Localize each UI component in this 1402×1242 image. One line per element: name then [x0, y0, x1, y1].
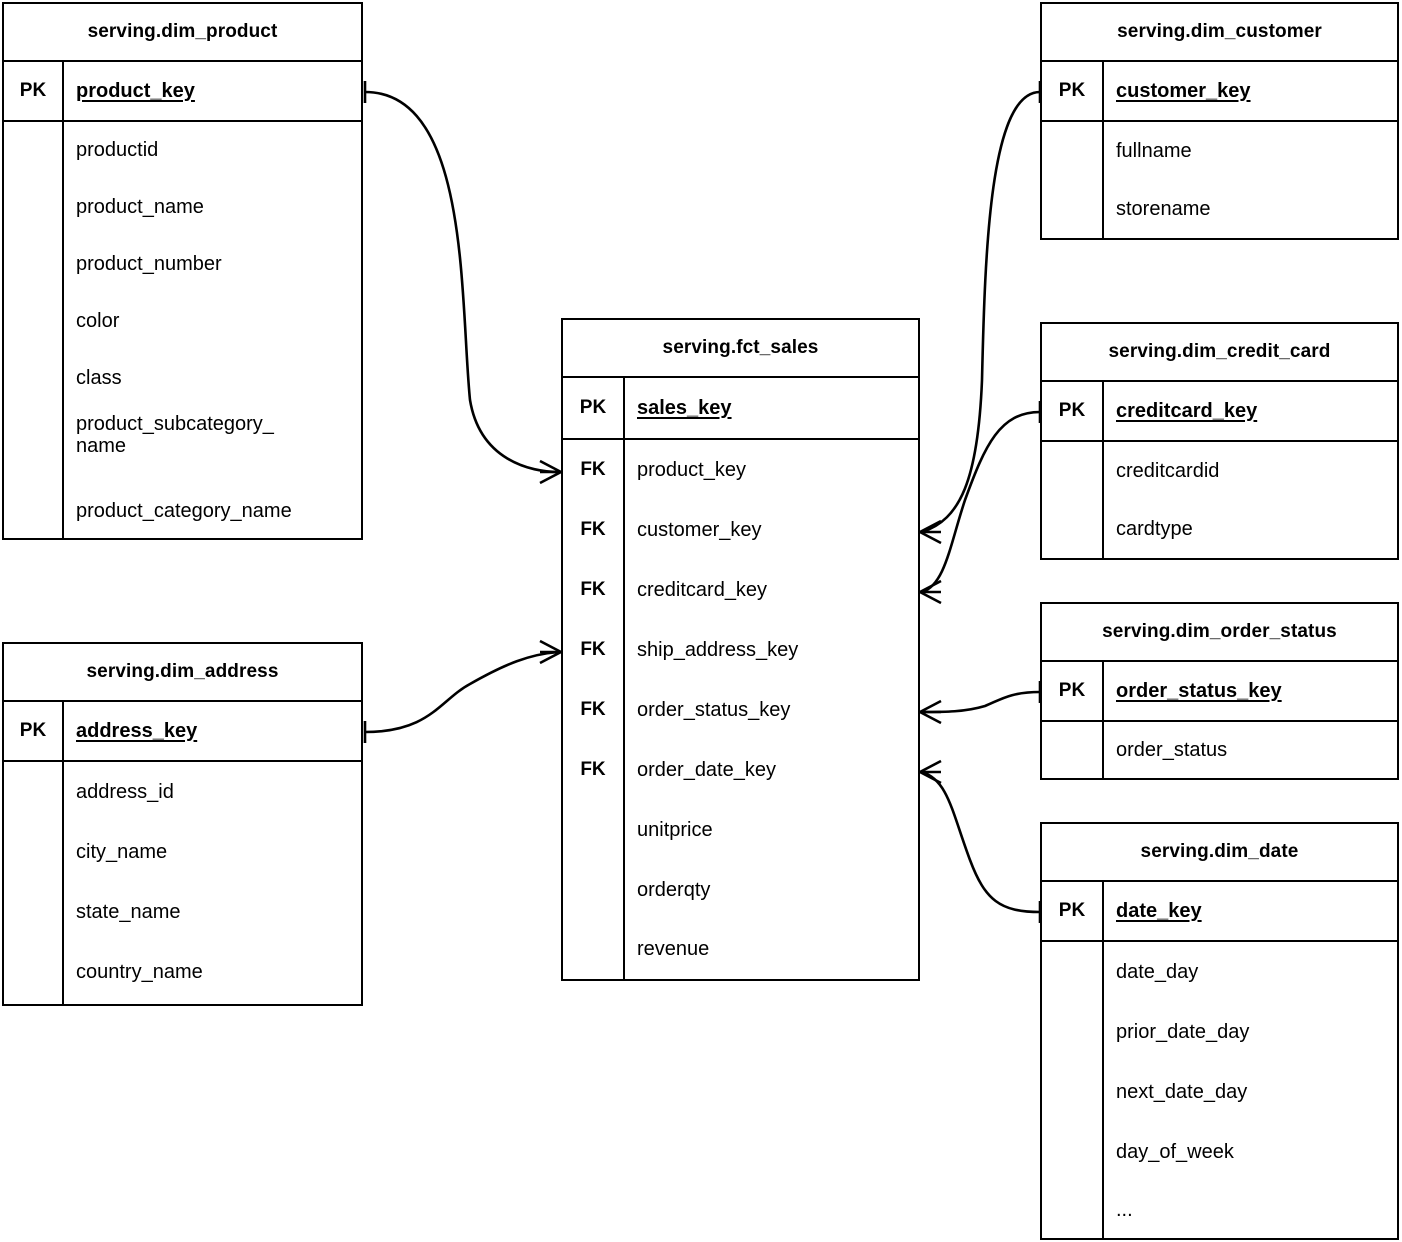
fk-badge: FK — [580, 519, 606, 540]
pk-badge: PK — [19, 720, 47, 741]
entity-fields: address_id city_name state_name country_… — [4, 762, 361, 1004]
entity-fields: productid product_name product_number co… — [4, 122, 361, 538]
field-row: creditcardid — [1116, 459, 1220, 482]
field-row: city_name — [76, 840, 168, 863]
entity-dim-product[interactable]: serving.dim_product PK product_key produ… — [2, 2, 363, 540]
field-row: revenue — [637, 938, 710, 961]
crowsfoot-creditcard — [919, 579, 942, 605]
field-row: storename — [1116, 197, 1211, 220]
entity-fields: creditcardid cardtype — [1042, 442, 1397, 558]
entity-dim-date[interactable]: serving.dim_date PK date_key date_day pr… — [1040, 822, 1399, 1240]
field-row: product_subcategory_ name — [76, 412, 274, 458]
pk-badge: PK — [19, 80, 47, 101]
entity-dim-address[interactable]: serving.dim_address PK address_key addre… — [2, 642, 363, 1006]
entity-pk-row: PK sales_key — [563, 378, 918, 440]
entity-title: serving.dim_date — [1042, 824, 1397, 882]
entity-pk-row: PK order_status_key — [1042, 662, 1397, 722]
pk-field-name: customer_key — [1116, 79, 1251, 102]
key-slot — [1042, 442, 1102, 558]
field-row: date_day — [1116, 960, 1199, 983]
entity-fields: order_status — [1042, 722, 1397, 778]
field-row: unitprice — [637, 818, 713, 841]
pk-field-name: creditcard_key — [1116, 399, 1258, 422]
relationship-line-product — [364, 90, 560, 474]
relationship-line-orderstatus — [921, 690, 1041, 714]
entity-fct-sales[interactable]: serving.fct_sales PK sales_key FK FK FK … — [561, 318, 920, 981]
fk-badge: FK — [580, 579, 606, 600]
field-row: customer_key — [637, 518, 762, 541]
pk-badge: PK — [1058, 680, 1086, 701]
key-slot — [4, 122, 62, 538]
crowsfoot-orderstatus — [919, 699, 942, 725]
field-row: class — [76, 367, 122, 390]
pk-field-name: date_key — [1116, 899, 1202, 922]
entity-pk-row: PK customer_key — [1042, 62, 1397, 122]
entity-fields: fullname storename — [1042, 122, 1397, 238]
entity-pk-row: PK date_key — [1042, 882, 1397, 942]
pk-badge: PK — [579, 397, 607, 418]
field-row: fullname — [1116, 139, 1192, 162]
field-row: product_name — [76, 196, 204, 219]
field-row: address_id — [76, 780, 174, 803]
entity-dim-order-status[interactable]: serving.dim_order_status PK order_status… — [1040, 602, 1399, 780]
crowsfoot-customer — [919, 519, 942, 545]
field-row: order_date_key — [637, 758, 776, 781]
field-row: country_name — [76, 960, 203, 983]
field-row: prior_date_day — [1116, 1020, 1250, 1043]
pk-field-name: product_key — [76, 79, 195, 102]
key-slot — [1042, 122, 1102, 238]
entity-title: serving.dim_product — [4, 4, 361, 62]
entity-title: serving.dim_address — [4, 644, 361, 702]
entity-dim-credit-card[interactable]: serving.dim_credit_card PK creditcard_ke… — [1040, 322, 1399, 560]
field-row: ... — [1116, 1198, 1133, 1221]
fk-badge: FK — [580, 459, 606, 480]
field-row: state_name — [76, 900, 181, 923]
pk-field-name: order_status_key — [1116, 679, 1282, 702]
field-row: product_category_name — [76, 500, 292, 523]
key-slot — [1042, 722, 1102, 778]
field-row: product_key — [637, 458, 746, 481]
crowsfoot-address — [539, 639, 562, 665]
entity-pk-row: PK product_key — [4, 62, 361, 122]
field-row: creditcard_key — [637, 578, 768, 601]
entity-pk-row: PK creditcard_key — [1042, 382, 1397, 442]
entity-fields: date_day prior_date_day next_date_day da… — [1042, 942, 1397, 1238]
relationship-line-creditcard — [921, 410, 1041, 594]
relationship-line-customer — [921, 90, 1041, 534]
crowsfoot-date — [919, 759, 942, 785]
field-row: orderqty — [637, 878, 711, 901]
key-slot — [1042, 942, 1102, 1238]
entity-title: serving.dim_credit_card — [1042, 324, 1397, 382]
field-row: order_status_key — [637, 698, 791, 721]
relationship-line-address — [364, 650, 560, 734]
crowsfoot-product — [539, 459, 562, 485]
field-row: productid — [76, 139, 159, 162]
field-row: cardtype — [1116, 517, 1193, 540]
fk-badge: FK — [580, 759, 606, 780]
pk-field-name: address_key — [76, 719, 198, 742]
key-slot — [563, 800, 623, 979]
field-row: day_of_week — [1116, 1140, 1234, 1163]
fk-badge: FK — [580, 639, 606, 660]
field-row: ship_address_key — [637, 638, 799, 661]
entity-dim-customer[interactable]: serving.dim_customer PK customer_key ful… — [1040, 2, 1399, 240]
field-row: order_status — [1116, 738, 1228, 761]
entity-title: serving.fct_sales — [563, 320, 918, 378]
field-row: product_number — [76, 253, 222, 276]
field-row: color — [76, 310, 120, 333]
pk-badge: PK — [1058, 80, 1086, 101]
entity-title: serving.dim_customer — [1042, 4, 1397, 62]
pk-field-name: sales_key — [637, 396, 732, 419]
pk-badge: PK — [1058, 400, 1086, 421]
entity-title: serving.dim_order_status — [1042, 604, 1397, 662]
pk-badge: PK — [1058, 900, 1086, 921]
relationship-line-date — [921, 770, 1041, 914]
key-slot — [4, 762, 62, 1004]
entity-pk-row: PK address_key — [4, 702, 361, 762]
fk-badge: FK — [580, 699, 606, 720]
entity-fields: FK FK FK FK FK FK product_key customer_k… — [563, 440, 918, 979]
field-row: next_date_day — [1116, 1080, 1248, 1103]
